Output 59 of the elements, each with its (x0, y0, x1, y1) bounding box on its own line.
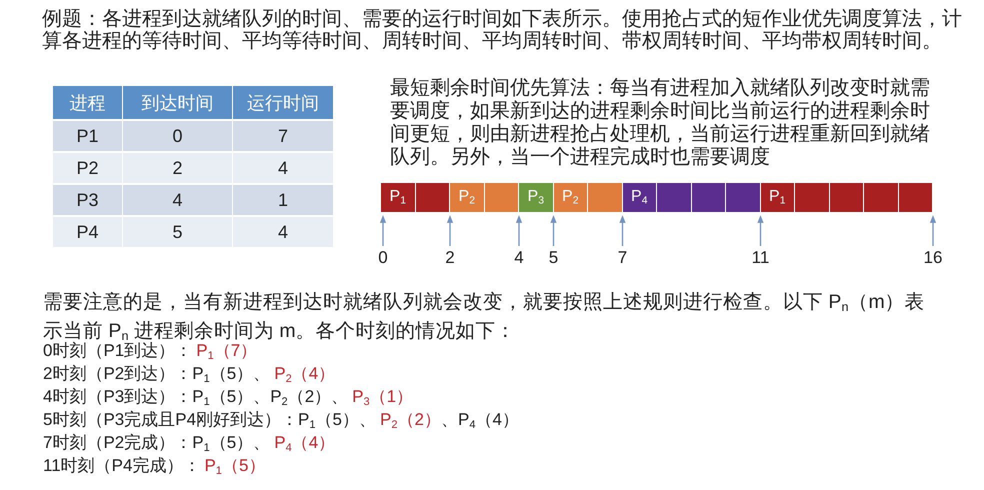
time-state-text: P$_{2}$（2） (380, 409, 441, 431)
process-block (760, 183, 795, 212)
table-cell: 4 (233, 153, 333, 183)
process-label: P$_{2}$ (562, 188, 578, 207)
table-header-cell: 到达时间 (123, 86, 233, 119)
table-header-cell: 运行时间 (233, 86, 333, 119)
process-block (381, 183, 416, 212)
process-label: P$_{4}$ (631, 188, 648, 207)
table-cell: P2 (53, 153, 123, 183)
time-label: 0 (377, 248, 389, 268)
table-cell: 5 (123, 217, 233, 247)
table-cell: P3 (53, 185, 123, 215)
time-slot-block (726, 183, 760, 212)
time-slot-block (657, 183, 692, 212)
process-block (450, 183, 484, 212)
time-label: 11 (750, 248, 770, 268)
time-state-text: P$_{1}$（7） (196, 340, 258, 362)
table-cell: P4 (53, 217, 123, 247)
time-state-text: 、P$_{4}$（4） (440, 409, 519, 431)
time-state-text: 7时刻（P2完成）：P$_{1}$（5）、 (43, 432, 270, 454)
time-state-text: P$_{1}$（5） (204, 455, 266, 477)
time-state-text: P$_{2}$（4） (274, 363, 336, 385)
time-label: 7 (616, 248, 628, 268)
process-label: P$_{3}$ (528, 188, 544, 207)
time-state-text: 2时刻（P2到达）：P$_{1}$（5）、 (43, 363, 270, 385)
table-cell: 4 (123, 185, 233, 215)
process-label: P$_{1}$ (769, 188, 786, 207)
time-slot-block (898, 183, 933, 212)
time-slot-block (588, 183, 622, 212)
problem-statement: 例题：各进程到达就绪队列的时间、需要的运行时间如下表所示。使用抢占式的短作业优先调度算法，计算各进程的等待时间、平均等待时间、周转时间、平均周转时间、带权周转时间、平均带权周转时间。 (42, 8, 963, 52)
process-block (554, 183, 588, 212)
table-cell: 1 (233, 185, 333, 215)
process-block (519, 183, 554, 212)
rule-description: 最短剩余时间优先算法：每当有进程加入就绪队列改变时就需要调度，如果新到达的进程剩余时间比当前运行的进程剩余时间更短，则由新进程抢占处理机，当前运行进程重新回到就绪队列。另外，当一个进程完成时也需要调度 (390, 77, 931, 169)
time-slot-block (416, 183, 450, 212)
time-label: 2 (444, 248, 456, 268)
time-slot-block (692, 183, 726, 212)
time-label: 16 (922, 248, 944, 268)
table-cell: P1 (53, 121, 123, 151)
time-label: 5 (548, 248, 560, 268)
time-slot-block (830, 183, 864, 212)
process-label: P$_{1}$ (390, 188, 406, 207)
time-label: 4 (513, 248, 525, 268)
table-header-cell: 进程 (53, 86, 123, 119)
process-block (622, 183, 657, 212)
time-state-text: P$_{3}$（1） (352, 386, 414, 408)
time-slot-block (795, 183, 830, 212)
time-state-text: P$_{4}$（4） (274, 432, 336, 454)
time-slot-block (864, 183, 898, 212)
time-state-text: 11时刻（P4完成）： (43, 455, 200, 477)
table-cell: 7 (233, 121, 333, 151)
table-cell: 0 (123, 121, 233, 151)
table-cell: 4 (233, 217, 333, 247)
time-state-text: 5时刻（P3完成且P4刚好到达）：P$_{1}$（5）、 (43, 409, 376, 431)
time-state-text: 4时刻（P3到达）：P$_{1}$（5）、P$_{2}$（2）、 (43, 386, 348, 408)
time-state-text: 0时刻（P1到达）： (43, 340, 192, 362)
time-slot-block (484, 183, 519, 212)
process-label: P$_{2}$ (458, 188, 475, 207)
table-cell: 2 (123, 153, 233, 183)
